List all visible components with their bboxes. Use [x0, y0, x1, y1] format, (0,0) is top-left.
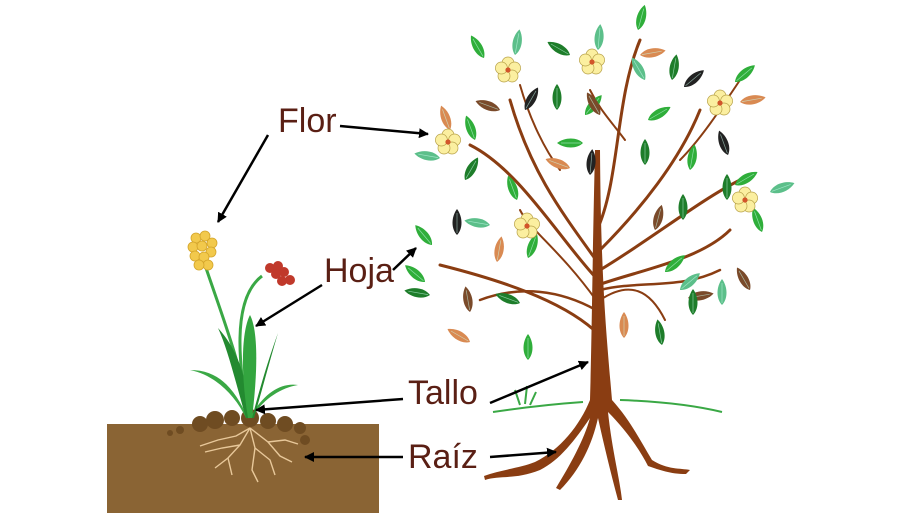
arrow-hoja-tree — [392, 247, 417, 271]
arrow-raiz-tree — [489, 447, 557, 459]
arrow-hoja-plant — [255, 283, 323, 328]
arrow-tallo-tree — [489, 360, 589, 405]
label-hoja: Hoja — [324, 252, 394, 290]
label-flor: Flor — [278, 102, 337, 140]
arrow-tallo-plant — [255, 397, 404, 415]
small-plant-roots — [199, 427, 299, 483]
red-flower-cluster — [265, 261, 295, 286]
pointer-arrows — [216, 124, 589, 462]
label-raiz: Raíz — [408, 438, 478, 476]
small-plant — [187, 230, 298, 419]
ground-line — [492, 385, 723, 413]
yellow-flower-cluster — [187, 230, 218, 271]
arrow-flor-plant — [216, 134, 270, 223]
soil-block — [107, 409, 379, 513]
arrow-flor-tree — [339, 124, 429, 139]
tree — [438, 38, 742, 500]
label-tallo: Tallo — [408, 374, 478, 412]
